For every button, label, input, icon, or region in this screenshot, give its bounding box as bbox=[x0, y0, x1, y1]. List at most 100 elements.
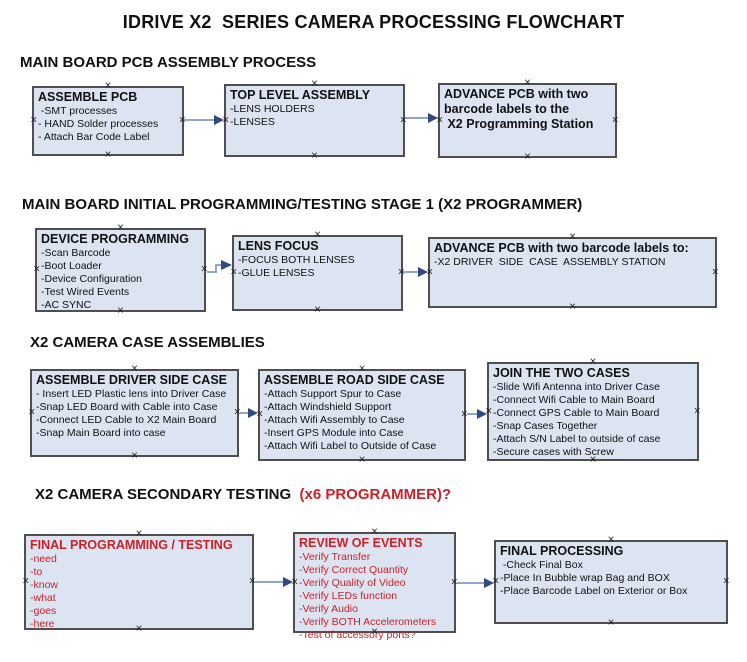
flow-box-assemble-road-side-case[interactable]: ASSEMBLE ROAD SIDE CASE -Attach Support … bbox=[256, 365, 468, 465]
box-line: -LENSES bbox=[230, 116, 275, 128]
flow-box-join-the-two-cases[interactable]: JOIN THE TWO CASES -Slide Wifi Antenna i… bbox=[485, 358, 701, 465]
box-line: -Snap LED Board with Cable into Case bbox=[36, 401, 218, 413]
connection-handle-icon: × bbox=[130, 451, 139, 461]
box-line: -Test Wired Events bbox=[41, 286, 130, 298]
connection-handle-icon: × bbox=[358, 455, 366, 465]
connection-handle-icon: × bbox=[313, 305, 322, 315]
box-line: -Slide Wifi Antenna into Driver Case bbox=[493, 381, 660, 393]
box-line: -LENS HOLDERS bbox=[230, 103, 315, 115]
connection-handle-icon: × bbox=[310, 151, 319, 161]
box-line: X2 Programming Station bbox=[444, 117, 594, 131]
flow-box-assemble-driver-side-case[interactable]: ASSEMBLE DRIVER SIDE CASE - Insert LED P… bbox=[28, 365, 241, 461]
section-heading-case-assemblies: X2 CAMERA CASE ASSEMBLIES bbox=[30, 334, 265, 351]
flow-box-lens-focus[interactable]: LENS FOCUS -FOCUS BOTH LENSES -GLUE LENS… bbox=[230, 231, 405, 315]
connection-handle-icon: × bbox=[607, 618, 615, 628]
box-line: -Scan Barcode bbox=[41, 247, 111, 259]
box-line: -Check Final Box bbox=[500, 559, 583, 571]
box-line: -X2 DRIVER SIDE CASE ASSEMBLY STATION bbox=[434, 256, 666, 268]
box-line: -Boot Loader bbox=[41, 260, 102, 272]
flow-arrow bbox=[457, 578, 494, 588]
connection-handle-icon: × bbox=[523, 152, 532, 162]
box-title: DEVICE PROGRAMMING bbox=[41, 232, 189, 246]
box-line: -Place In Bubble wrap Bag and BOX bbox=[500, 572, 670, 584]
box-line: -Attach Windshield Support bbox=[264, 401, 392, 413]
box-line: -Snap Cases Together bbox=[493, 420, 598, 432]
box-line: -what bbox=[30, 592, 56, 604]
box-line: -Test of accessory ports? bbox=[299, 629, 416, 641]
section-heading-pcb-assembly: MAIN BOARD PCB ASSEMBLY PROCESS bbox=[20, 54, 316, 71]
box-line: -need bbox=[30, 553, 57, 565]
box-line: -Verify Correct Quantity bbox=[299, 564, 409, 576]
connection-handle-icon: × bbox=[104, 150, 112, 160]
box-line: -Secure cases with Screw bbox=[493, 446, 614, 458]
flow-arrow bbox=[240, 408, 258, 418]
box-line: -Place Barcode Label on Exterior or Box bbox=[500, 585, 688, 597]
box-line: -AC SYNC bbox=[41, 299, 92, 311]
box-line: -Attach S/N Label to outside of case bbox=[493, 433, 661, 445]
flow-box-top-level-assembly[interactable]: TOP LEVEL ASSEMBLY -LENS HOLDERS -LENSES… bbox=[222, 80, 407, 161]
box-line: -Attach Support Spur to Case bbox=[264, 388, 402, 400]
box-line: barcode labels to the bbox=[444, 102, 570, 116]
heading-text: X2 CAMERA CASE ASSEMBLIES bbox=[30, 334, 265, 351]
section-heading-secondary-testing: X2 CAMERA SECONDARY TESTING (x6 PROGRAMM… bbox=[35, 486, 451, 503]
box-title: ASSEMBLE DRIVER SIDE CASE bbox=[36, 373, 228, 387]
box-line: - Insert LED Plastic lens into Driver Ca… bbox=[36, 388, 227, 400]
box-line: -Attach Wifi Label to Outside of Case bbox=[264, 440, 437, 452]
box-title: ADVANCE PCB with two bbox=[444, 87, 589, 101]
box-line: -Snap Main Board into case bbox=[36, 427, 166, 439]
flow-box-device-programming[interactable]: DEVICE PROGRAMMING -Scan Barcode -Boot L… bbox=[33, 224, 208, 316]
flow-arrow bbox=[184, 115, 224, 125]
box-title: FINAL PROGRAMMING / TESTING bbox=[30, 538, 233, 552]
box-title: ADVANCE PCB with two barcode labels to: bbox=[434, 241, 689, 255]
box-line: -Attach Wifi Assembly to Case bbox=[264, 414, 405, 426]
box-line: -Verify BOTH Accelerometers bbox=[299, 616, 437, 628]
connection-handle-icon: × bbox=[28, 407, 36, 418]
connection-handle-icon: × bbox=[722, 576, 730, 587]
connection-handle-icon: × bbox=[611, 115, 619, 125]
flow-box-assemble-pcb[interactable]: ASSEMBLE PCB -SMT processes - HAND Solde… bbox=[30, 82, 186, 160]
flow-box-final-programming-testing[interactable]: FINAL PROGRAMMING / TESTING -need -to -k… bbox=[22, 530, 256, 634]
box-line: -Connect Wifi Cable to Main Board bbox=[493, 394, 655, 406]
heading-text: MAIN BOARD PCB ASSEMBLY PROCESS bbox=[20, 54, 317, 71]
connection-handle-icon: × bbox=[693, 406, 701, 416]
box-title: FINAL PROCESSING bbox=[500, 544, 624, 558]
box-line: -SMT processes bbox=[38, 105, 118, 117]
box-line: -Verify Transfer bbox=[299, 551, 371, 563]
box-line: -Connect GPS Cable to Main Board bbox=[493, 407, 660, 419]
box-title: TOP LEVEL ASSEMBLY bbox=[230, 88, 371, 102]
flow-arrow bbox=[467, 409, 487, 419]
box-line: -here bbox=[30, 618, 55, 630]
connection-handle-icon: × bbox=[711, 267, 719, 277]
box-line: -Device Configuration bbox=[41, 273, 142, 285]
flow-arrow bbox=[254, 577, 293, 587]
heading-red-text: (x6 PROGRAMMER)? bbox=[299, 486, 452, 503]
connection-handle-icon: × bbox=[568, 302, 577, 312]
flow-box-review-of-events[interactable]: REVIEW OF EVENTS -Verify Transfer -Verif… bbox=[291, 528, 458, 642]
box-title: REVIEW OF EVENTS bbox=[299, 536, 423, 550]
box-title: ASSEMBLE PCB bbox=[38, 90, 138, 104]
box-line: - HAND Solder processes bbox=[38, 118, 159, 130]
heading-text: X2 CAMERA SECONDARY TESTING bbox=[35, 486, 300, 503]
connection-handle-icon: × bbox=[30, 115, 38, 126]
box-line: -GLUE LENSES bbox=[238, 267, 315, 279]
box-line: -Insert GPS Module into Case bbox=[264, 427, 404, 439]
box-line: - Attach Bar Code Label bbox=[38, 131, 150, 143]
flow-box-advance-pcb-to-programming-station[interactable]: ADVANCE PCB with two barcode labels to t… bbox=[436, 79, 619, 162]
flow-box-advance-pcb-to-driver-side-case[interactable]: ADVANCE PCB with two barcode labels to: … bbox=[426, 233, 719, 312]
flow-arrow bbox=[405, 113, 438, 123]
flow-box-final-processing[interactable]: FINAL PROCESSING -Check Final Box -Place… bbox=[492, 536, 730, 628]
connection-handle-icon: × bbox=[33, 264, 41, 275]
box-line: -know bbox=[30, 579, 59, 591]
box-line: -to bbox=[30, 566, 43, 578]
box-line: -Verify Quality of Video bbox=[299, 577, 406, 589]
box-title: ASSEMBLE ROAD SIDE CASE bbox=[264, 373, 445, 387]
box-line: -Connect LED Cable to X2 Main Board bbox=[36, 414, 217, 426]
section-heading-initial-programming: MAIN BOARD INITIAL PROGRAMMING/TESTING S… bbox=[22, 196, 582, 213]
flow-arrow bbox=[207, 260, 232, 273]
box-title: LENS FOCUS bbox=[238, 239, 319, 253]
connection-handle-icon: × bbox=[22, 576, 30, 587]
flow-arrow bbox=[403, 267, 428, 277]
box-title: JOIN THE TWO CASES bbox=[493, 366, 630, 380]
heading-text: MAIN BOARD INITIAL PROGRAMMING/TESTING S… bbox=[22, 196, 583, 213]
